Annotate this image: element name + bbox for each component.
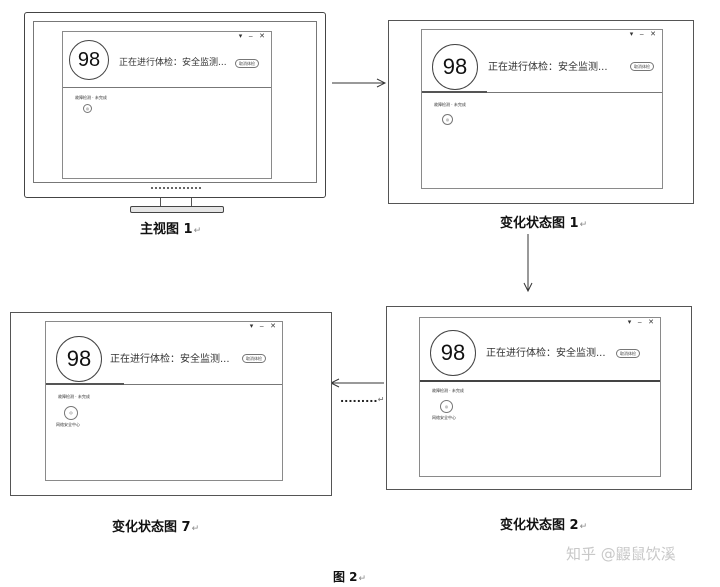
ellipsis-steps: .........↵ xyxy=(340,392,385,405)
monitor-screen-border xyxy=(33,21,317,183)
score-value: 98 xyxy=(442,54,468,79)
app-window-main: ▾ ‒ ✕ 98 正在进行体检：安全监测... 取消体检 故障检测 · 未完成 … xyxy=(62,31,272,179)
score-circle: 98 xyxy=(69,40,109,80)
status-text: 正在进行体检：安全监测... xyxy=(119,58,227,68)
score-value: 98 xyxy=(77,48,101,71)
app-window-state-1: ▾ ‒ ✕ 98 正在进行体检：安全监测... 取消体检 故障检测 · 未完成 … xyxy=(421,29,663,189)
figure-caption: 图 2↵ xyxy=(333,570,367,584)
status-text: 正在进行体检：安全监测... xyxy=(486,348,606,359)
cancel-checkup-button[interactable]: 取消体检 xyxy=(616,349,640,358)
scan-item-icon[interactable]: ◎ xyxy=(64,406,78,420)
arrow-left xyxy=(329,378,384,388)
caption-main-view: 主视图 1↵ xyxy=(140,222,202,237)
cancel-checkup-button[interactable]: 取消体检 xyxy=(242,354,266,363)
caption-state-1: 变化状态图 1↵ xyxy=(500,216,588,231)
state-7-frame: ▾ ‒ ✕ 98 正在进行体检：安全监测... 取消体检 故障检测 · 未完成 … xyxy=(10,312,332,496)
monitor-buttons xyxy=(151,187,201,192)
state-1-frame: ▾ ‒ ✕ 98 正在进行体检：安全监测... 取消体检 故障检测 · 未完成 … xyxy=(388,20,694,204)
header-divider xyxy=(46,384,282,385)
arrow-down xyxy=(523,234,533,293)
section-label: 故障检测 · 未完成 xyxy=(434,102,466,107)
header-divider xyxy=(420,380,660,382)
score-circle: 98 xyxy=(56,336,102,382)
cancel-checkup-button[interactable]: 取消体检 xyxy=(630,62,654,71)
scan-item-label: 网络安全中心 xyxy=(56,422,80,427)
scan-item-icon[interactable]: ◎ xyxy=(83,104,92,113)
header-divider xyxy=(63,87,271,88)
score-circle: 98 xyxy=(432,44,478,90)
window-controls[interactable]: ▾ ‒ ✕ xyxy=(629,30,658,38)
status-text: 正在进行体检：安全监测... xyxy=(110,354,230,365)
caption-state-2: 变化状态图 2↵ xyxy=(500,518,588,533)
header-divider xyxy=(422,92,662,93)
score-value: 98 xyxy=(440,340,466,365)
window-controls[interactable]: ▾ ‒ ✕ xyxy=(238,32,267,40)
progress-bar xyxy=(46,383,124,385)
section-label: 故障检测 · 未完成 xyxy=(58,394,90,399)
app-window-state-2: ▾ ‒ ✕ 98 正在进行体检：安全监测... 取消体检 故障检测 · 未完成 … xyxy=(419,317,661,477)
cancel-checkup-button[interactable]: 取消体检 xyxy=(235,59,259,68)
status-text: 正在进行体检：安全监测... xyxy=(488,62,608,73)
scan-item-icon[interactable]: ◎ xyxy=(442,114,453,125)
section-label: 故障检测 · 未完成 xyxy=(75,95,107,100)
section-label: 故障检测 · 未完成 xyxy=(432,388,464,393)
monitor-stand xyxy=(130,206,224,213)
window-controls[interactable]: ▾ ‒ ✕ xyxy=(249,322,278,330)
arrow-right xyxy=(332,78,387,88)
app-window-state-7: ▾ ‒ ✕ 98 正在进行体检：安全监测... 取消体检 故障检测 · 未完成 … xyxy=(45,321,283,481)
window-controls[interactable]: ▾ ‒ ✕ xyxy=(627,318,656,326)
caption-state-7: 变化状态图 7↵ xyxy=(112,520,200,535)
scan-item-icon[interactable]: ◎ xyxy=(440,400,453,413)
score-value: 98 xyxy=(66,346,92,371)
score-circle: 98 xyxy=(430,330,476,376)
state-2-frame: ▾ ‒ ✕ 98 正在进行体检：安全监测... 取消体检 故障检测 · 未完成 … xyxy=(386,306,692,490)
progress-bar xyxy=(422,91,487,93)
watermark: 知乎 @鼹鼠饮溪 xyxy=(566,545,676,563)
scan-item-label: 网络安全中心 xyxy=(432,415,456,420)
monitor-neck xyxy=(160,198,192,206)
